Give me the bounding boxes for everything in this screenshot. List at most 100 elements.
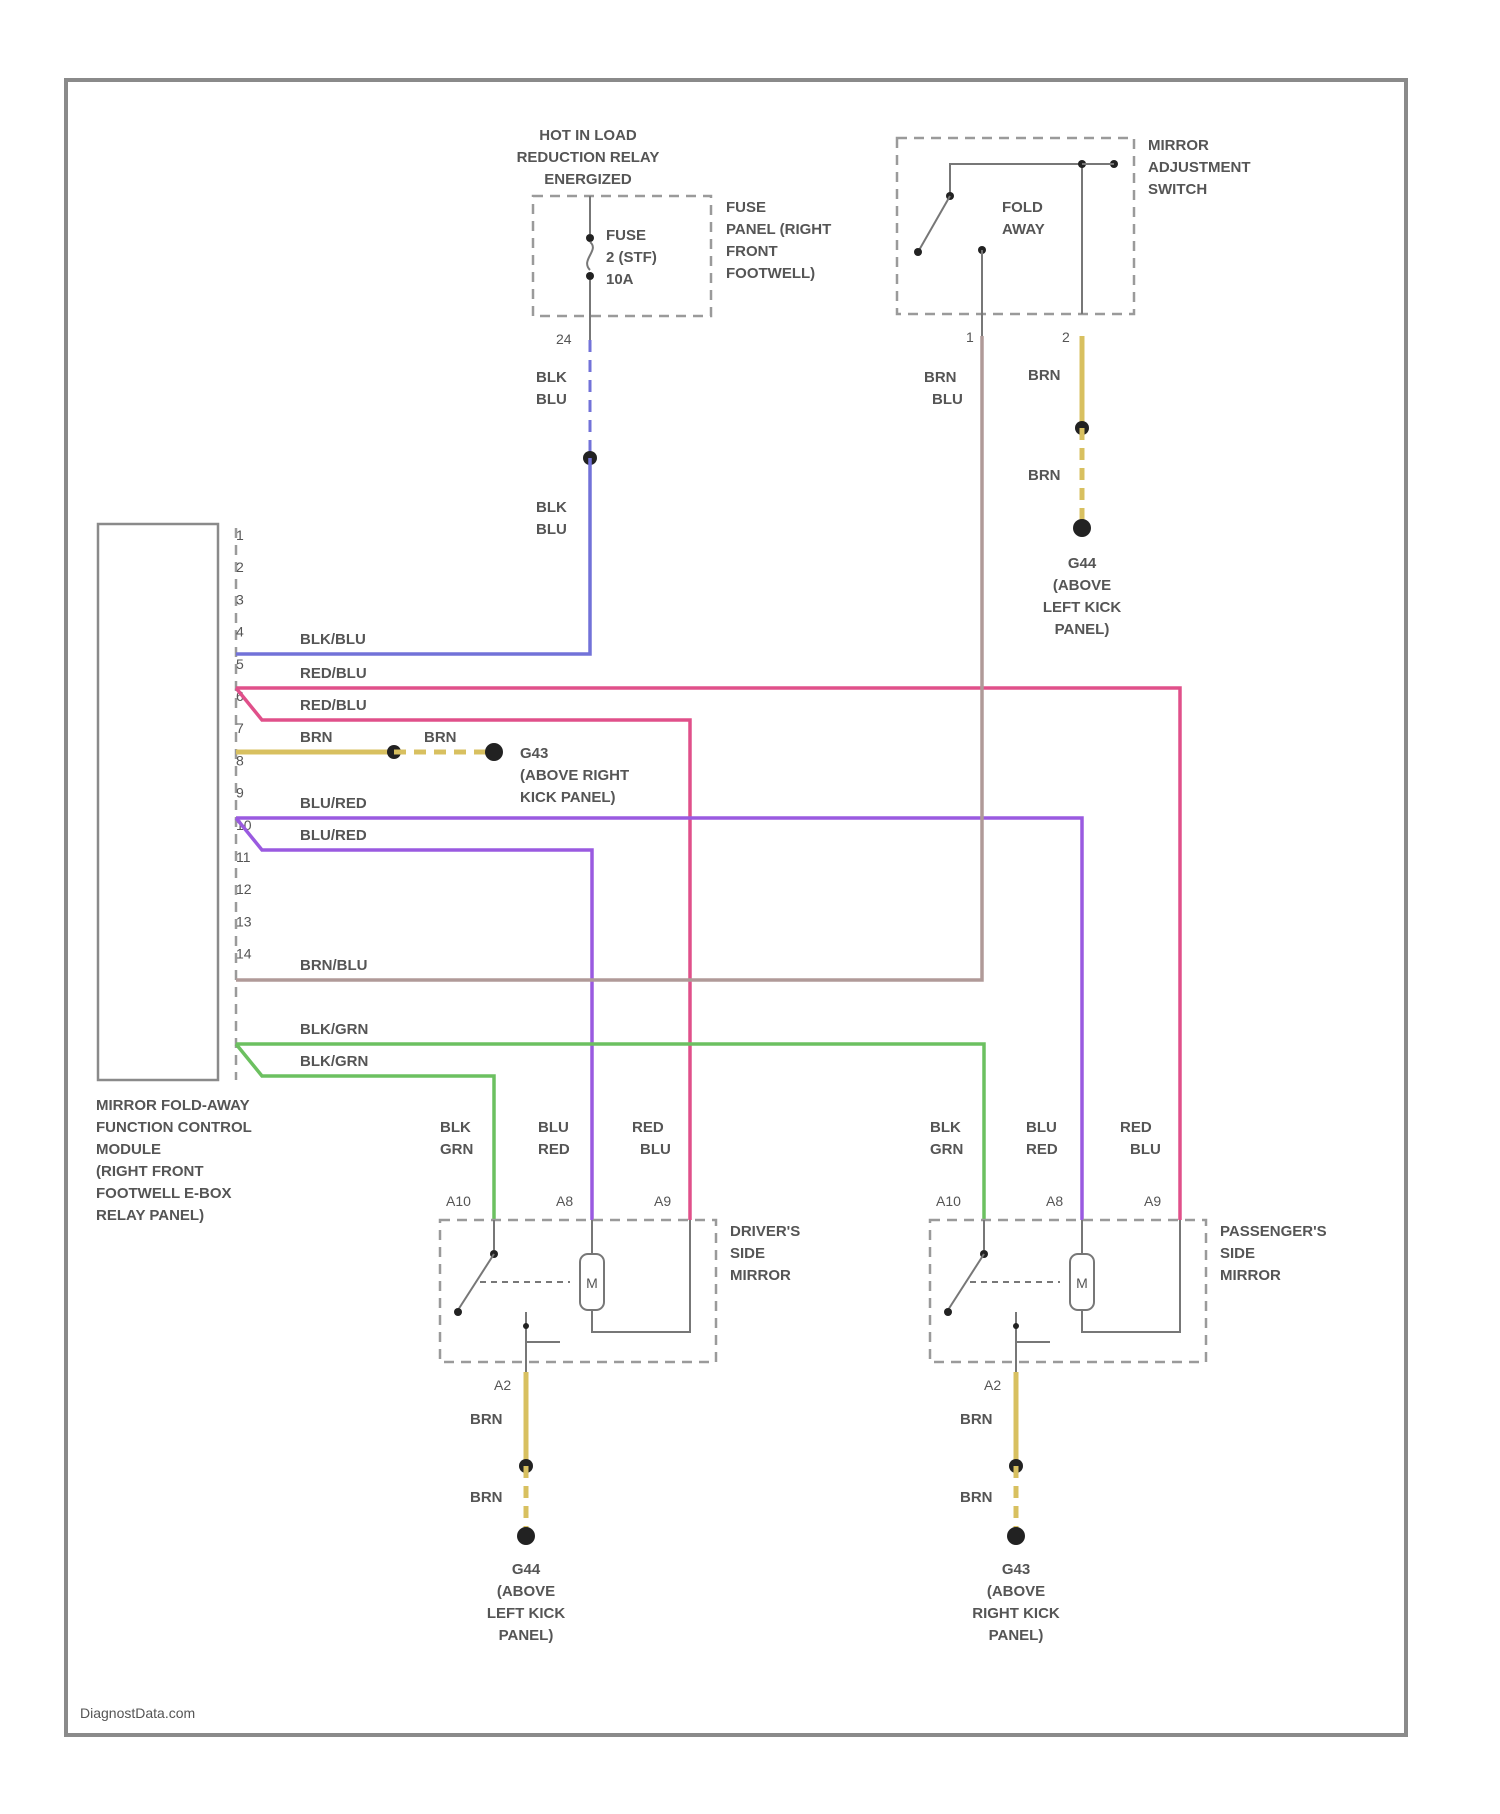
- module-box: [98, 524, 218, 1080]
- wire-pin4-label: BLK/BLU: [300, 631, 366, 648]
- wire-fuse-top-line-1: BLK: [536, 369, 567, 386]
- switch-title-line-1: MIRROR: [1148, 137, 1209, 154]
- driver-ground-line-4: PANEL): [499, 1627, 554, 1644]
- fuse-panel-line-3: FRONT: [726, 243, 778, 260]
- driver-wire-c-line-1: RED: [632, 1119, 664, 1136]
- driver-mirror-title-line-1: DRIVER'S: [730, 1223, 800, 1240]
- passenger-wire-b-line-2: RED: [1026, 1141, 1058, 1158]
- passenger-wire-a-line-1: BLK: [930, 1119, 961, 1136]
- driver-pin-a8: A8: [556, 1193, 573, 1209]
- module-pin-1: 1: [236, 527, 244, 543]
- module-pin-2: 2: [236, 559, 244, 575]
- wire-pin8-blu-red-driver: [236, 818, 592, 1220]
- fuse-label-line-1: FUSE: [606, 227, 646, 244]
- module-ground-line-3: KICK PANEL): [520, 789, 616, 806]
- driver-wire-b-line-2: RED: [538, 1141, 570, 1158]
- module-title-line-6: RELAY PANEL): [96, 1207, 204, 1224]
- wire-pin8-blu-red-passenger: [236, 818, 1082, 1220]
- switch-pin-1: 1: [966, 329, 974, 345]
- module-title-line-5: FOOTWELL E-BOX: [96, 1185, 232, 1202]
- wire-fuse-bottom-line-2: BLU: [536, 521, 567, 538]
- wire-pin14-blk-grn-passenger: [236, 1044, 984, 1220]
- module-title-line-4: (RIGHT FRONT: [96, 1163, 203, 1180]
- footer-watermark: DiagnostData.com: [80, 1705, 195, 1721]
- switch-title-line-2: ADJUSTMENT: [1148, 159, 1251, 176]
- wire-pin6-label-b: BRN: [424, 729, 457, 746]
- passenger-side-mirror: BLK GRN BLU RED RED BLU A10 A8 A9 PASSEN…: [930, 1119, 1327, 1393]
- wire-fuse-bottom-line-1: BLK: [536, 499, 567, 516]
- wire-pin5-label-a: RED/BLU: [300, 665, 367, 682]
- wire-pin12-brn-blu: [236, 336, 982, 980]
- relay-title-line-3: ENERGIZED: [544, 171, 632, 188]
- driver-mirror-title-line-3: MIRROR: [730, 1267, 791, 1284]
- driver-ground-point: [517, 1527, 535, 1545]
- module-ground-line-2: (ABOVE RIGHT: [520, 767, 629, 784]
- switch-ground-line-4: PANEL): [1055, 621, 1110, 638]
- wire-pin4-blk-blu: [236, 458, 590, 654]
- driver-wire-a-line-2: GRN: [440, 1141, 473, 1158]
- module-pin-14: 14: [236, 946, 252, 962]
- wire-pin8-label-b: BLU/RED: [300, 827, 367, 844]
- fuse-panel-line-1: FUSE: [726, 199, 766, 216]
- module-pin-8: 8: [236, 752, 244, 768]
- passenger-wire-b-line-1: BLU: [1026, 1119, 1057, 1136]
- diagram-frame: [66, 80, 1406, 1735]
- wire-switch-pin1-line-1: BRN: [924, 369, 957, 386]
- driver-pin-a9: A9: [654, 1193, 671, 1209]
- wire-pin14-label-b: BLK/GRN: [300, 1053, 368, 1070]
- passenger-wire-a-line-2: GRN: [930, 1141, 963, 1158]
- switch-contact: [918, 196, 950, 252]
- passenger-pin-a9: A9: [1144, 1193, 1161, 1209]
- passenger-wire-c-line-2: BLU: [1130, 1141, 1161, 1158]
- wire-switch-pin1-line-2: BLU: [932, 391, 963, 408]
- passenger-ground-line-4: PANEL): [989, 1627, 1044, 1644]
- module-title-line-1: MIRROR FOLD-AWAY: [96, 1097, 250, 1114]
- switch-ground-point: [1073, 519, 1091, 537]
- wire-fuse-top-line-2: BLU: [536, 391, 567, 408]
- driver-motor-label: M: [586, 1275, 598, 1291]
- switch-ground-line-1: G44: [1068, 555, 1097, 572]
- passenger-fold-switch: [948, 1254, 984, 1310]
- switch-contact-label-2: AWAY: [1002, 221, 1045, 238]
- driver-fold-switch: [458, 1254, 494, 1310]
- wire-switch-ground-bottom: BRN: [1028, 467, 1061, 484]
- module-pin-3: 3: [236, 591, 244, 607]
- passenger-wire-c-line-1: RED: [1120, 1119, 1152, 1136]
- passenger-pin-a2: A2: [984, 1377, 1001, 1393]
- switch-ground-line-2: (ABOVE: [1053, 577, 1111, 594]
- driver-wire-b-line-1: BLU: [538, 1119, 569, 1136]
- passenger-mirror-title-line-2: SIDE: [1220, 1245, 1255, 1262]
- passenger-mirror-box: [930, 1220, 1206, 1362]
- passenger-pin-a8: A8: [1046, 1193, 1063, 1209]
- fuse-panel-line-2: PANEL (RIGHT: [726, 221, 831, 238]
- driver-ground-wire-top: BRN: [470, 1411, 503, 1428]
- wire-pin12-label: BRN/BLU: [300, 957, 368, 974]
- module-pin-12: 12: [236, 881, 252, 897]
- fuse-panel-line-4: FOOTWELL): [726, 265, 815, 282]
- fuse-panel: HOT IN LOAD REDUCTION RELAY ENERGIZED FU…: [517, 127, 832, 347]
- module-ground-point: [485, 743, 503, 761]
- relay-title-line-1: HOT IN LOAD: [539, 127, 637, 144]
- fold-away-control-module: 1234567891011121314 MIRROR FOLD-AWAY FUN…: [96, 524, 252, 1224]
- mirror-adjustment-switch: MIRROR ADJUSTMENT SWITCH FOLD AWAY 1 2: [897, 137, 1251, 345]
- module-pin-5: 5: [236, 656, 244, 672]
- driver-ground-wire-bottom: BRN: [470, 1489, 503, 1506]
- passenger-mirror-title-line-1: PASSENGER'S: [1220, 1223, 1327, 1240]
- passenger-ground-wire-top: BRN: [960, 1411, 993, 1428]
- fuse-pin-24: 24: [556, 331, 572, 347]
- passenger-motor-label: M: [1076, 1275, 1088, 1291]
- driver-pin-a10: A10: [446, 1193, 471, 1209]
- module-pin-7: 7: [236, 720, 244, 736]
- wire-switch-ground-top: BRN: [1028, 367, 1061, 384]
- driver-wire-c-line-2: BLU: [640, 1141, 671, 1158]
- driver-ground-line-2: (ABOVE: [497, 1583, 555, 1600]
- module-pin-13: 13: [236, 913, 252, 929]
- driver-mirror-box: [440, 1220, 716, 1362]
- passenger-ground-wire-bottom: BRN: [960, 1489, 993, 1506]
- wire-pin8-label-a: BLU/RED: [300, 795, 367, 812]
- driver-pin-a2: A2: [494, 1377, 511, 1393]
- module-title-line-2: FUNCTION CONTROL: [96, 1119, 252, 1136]
- driver-wire-a-line-1: BLK: [440, 1119, 471, 1136]
- switch-title-line-3: SWITCH: [1148, 181, 1207, 198]
